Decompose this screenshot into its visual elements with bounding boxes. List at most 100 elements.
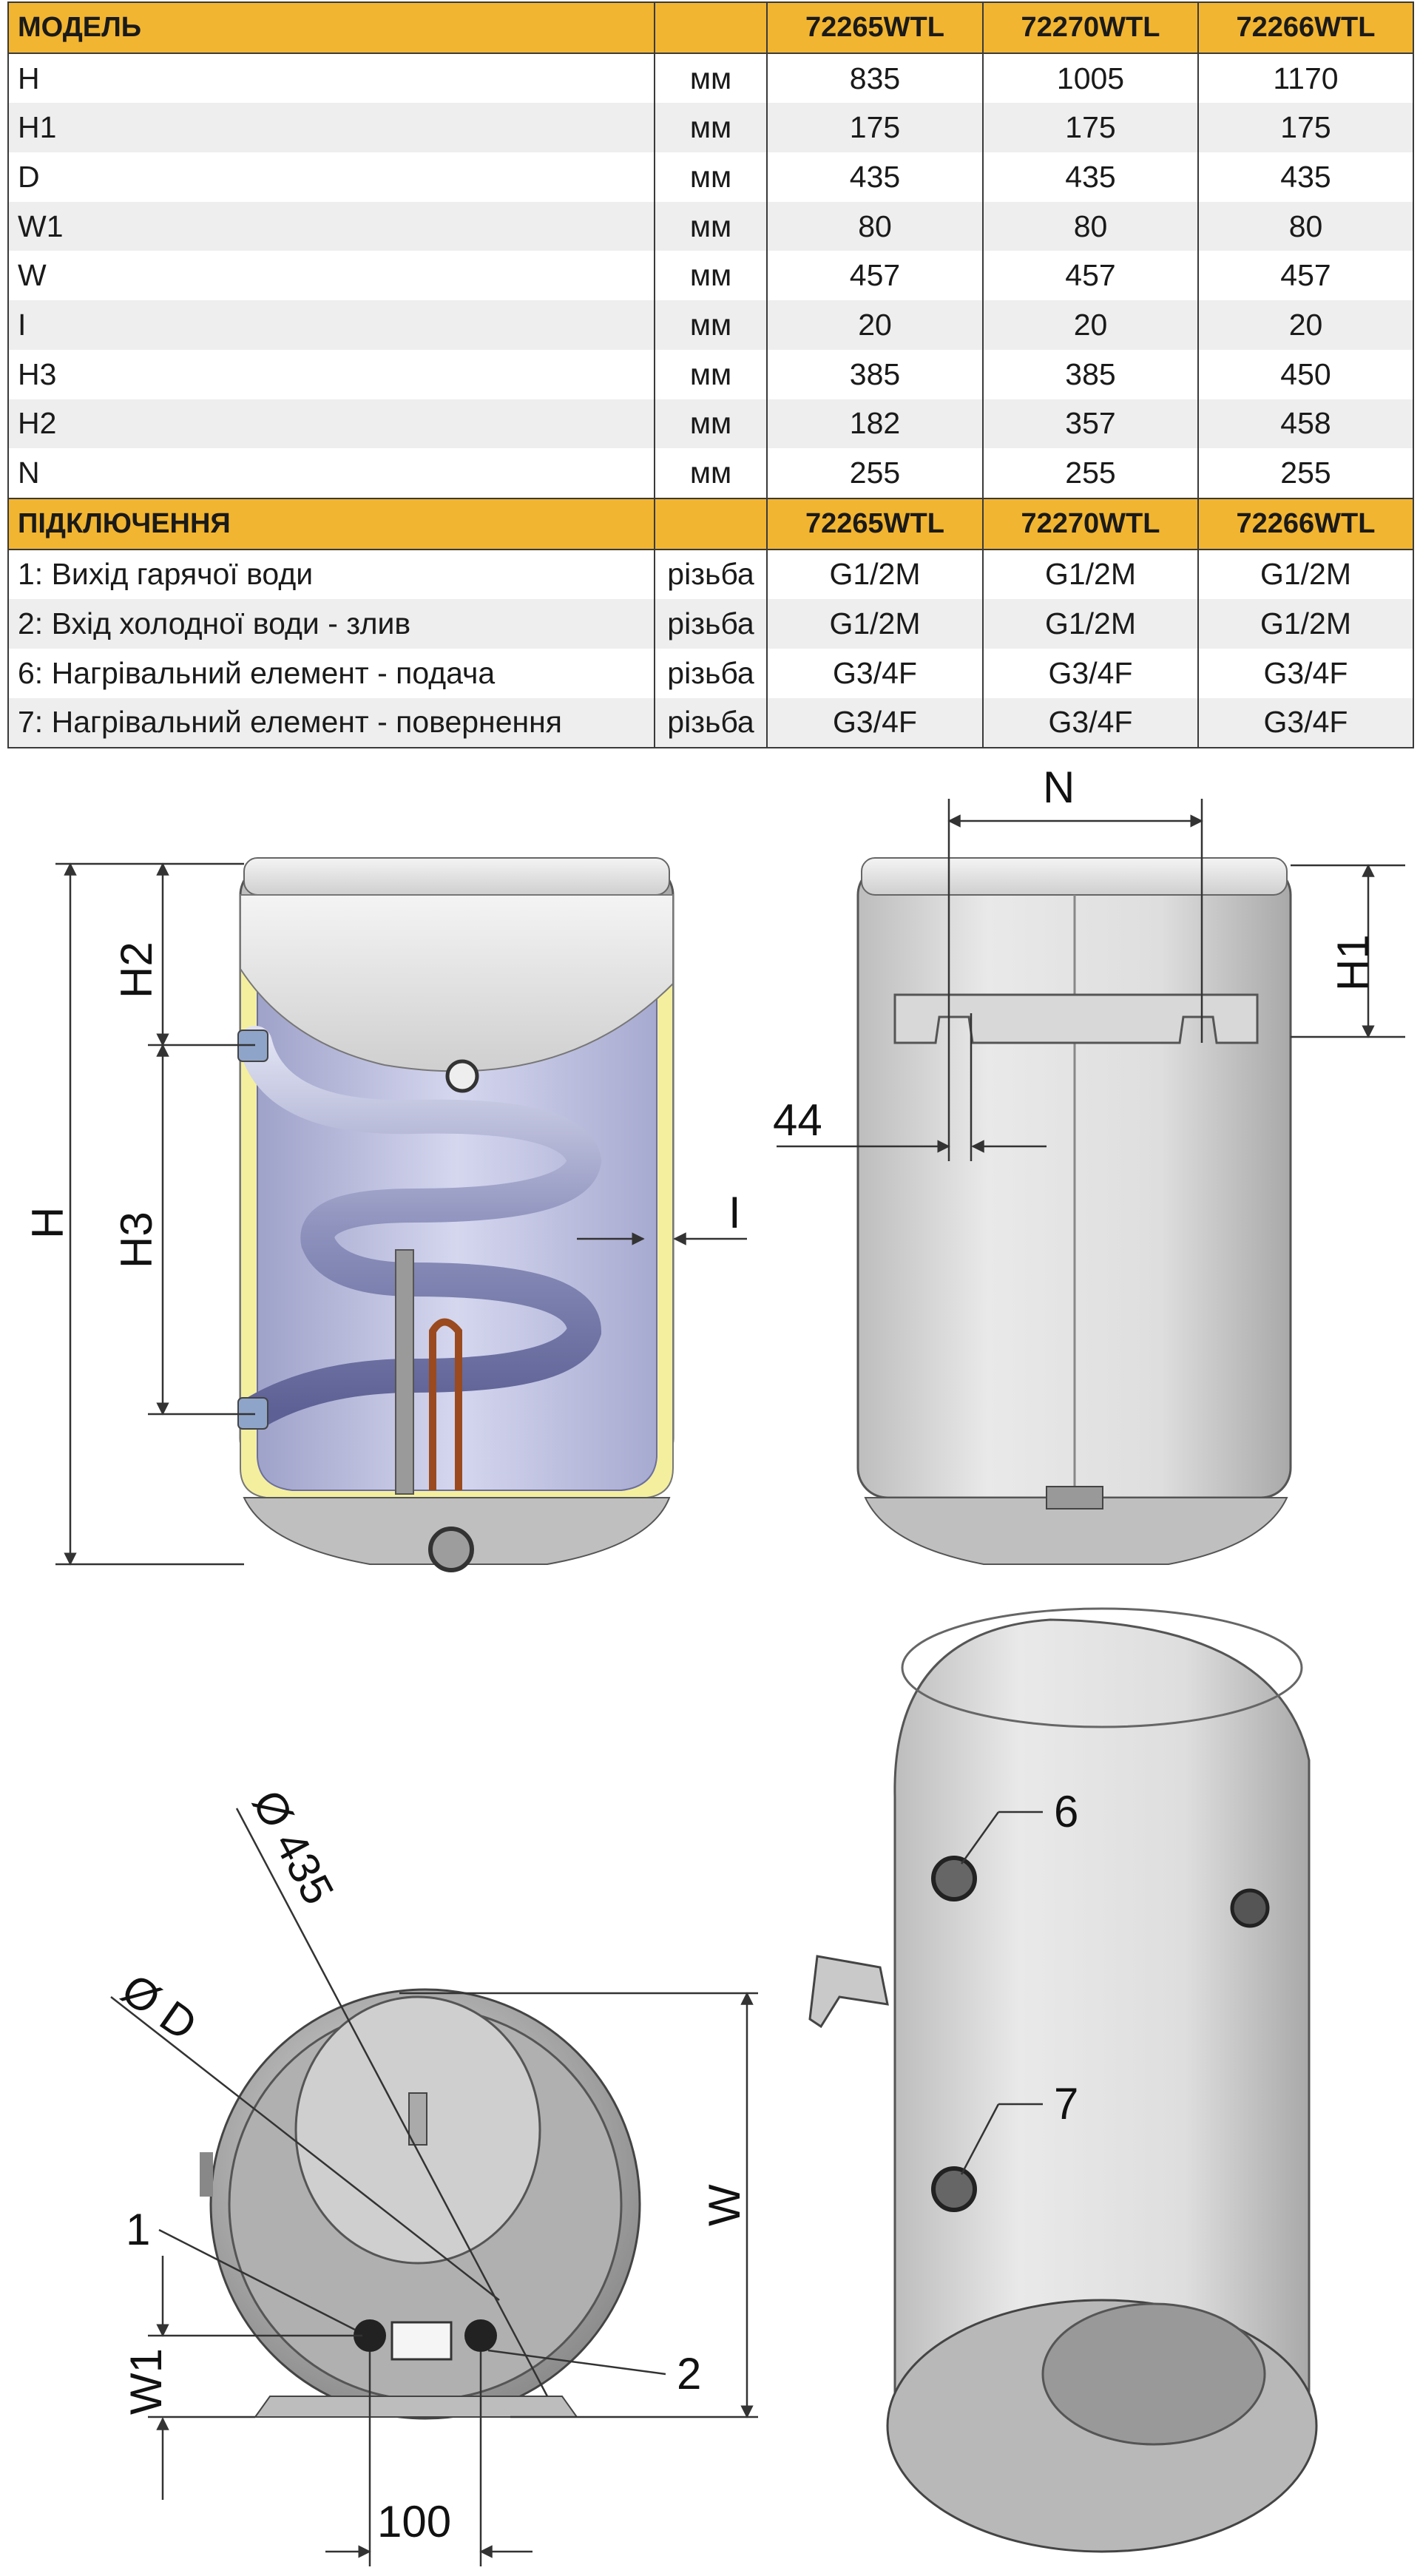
header-model: 72266WTL xyxy=(1197,497,1414,550)
row-value: G3/4F xyxy=(766,697,984,749)
row-value: 80 xyxy=(1197,201,1414,251)
row-name: W xyxy=(7,251,655,301)
row-value: 357 xyxy=(982,399,1199,449)
row-unit: мм xyxy=(654,251,768,301)
row-value: G3/4F xyxy=(982,697,1199,749)
dim-label-w1: W1 xyxy=(121,2348,171,2415)
row-value: 450 xyxy=(1197,349,1414,399)
callout-7: 7 xyxy=(1054,2079,1078,2129)
dim-label-44: 44 xyxy=(773,1095,822,1145)
dim-label-w: W xyxy=(700,2184,749,2226)
row-name: 1: Вихід гарячої води xyxy=(7,549,655,600)
row-value: 835 xyxy=(766,53,984,104)
row-unit: мм xyxy=(654,152,768,202)
callout-1: 1 xyxy=(126,2205,150,2254)
header-unit xyxy=(654,497,768,550)
row-value: 255 xyxy=(1197,448,1414,499)
row-name: 6: Нагрівальний елемент - подача xyxy=(7,648,655,698)
row-value: 435 xyxy=(766,152,984,202)
row-unit: різьба xyxy=(654,599,768,649)
dim-label-h2: H2 xyxy=(112,942,161,998)
row-value: 435 xyxy=(1197,152,1414,202)
row-unit: мм xyxy=(654,103,768,153)
row-value: 458 xyxy=(1197,399,1414,449)
perspective-view: 6 7 xyxy=(808,1607,1318,2553)
row-unit: різьба xyxy=(654,549,768,600)
row-value: G3/4F xyxy=(766,648,984,698)
dim-label-100: 100 xyxy=(377,2497,451,2546)
header-model: 72270WTL xyxy=(982,1,1199,54)
row-value: 255 xyxy=(982,448,1199,499)
row-name: H1 xyxy=(7,103,655,153)
row-value: 457 xyxy=(982,251,1199,301)
row-value: 457 xyxy=(1197,251,1414,301)
row-value: 1005 xyxy=(982,53,1199,104)
dim-label-phid: Ø D xyxy=(113,1964,206,2050)
row-name: 2: Вхід холодної води - злив xyxy=(7,599,655,649)
bottom-view: Ø 435 Ø D W W1 100 1 2 xyxy=(110,1782,758,2566)
row-name: N xyxy=(7,448,655,499)
row-value: 435 xyxy=(982,152,1199,202)
row-value: 80 xyxy=(766,201,984,251)
row-unit: мм xyxy=(654,201,768,251)
header-unit xyxy=(654,1,768,54)
row-value: 175 xyxy=(766,103,984,153)
row-name: 7: Нагрівальний елемент - повернення xyxy=(7,697,655,749)
row-value: G3/4F xyxy=(1197,697,1414,749)
row-value: G1/2M xyxy=(1197,549,1414,600)
row-name: D xyxy=(7,152,655,202)
row-name: W1 xyxy=(7,201,655,251)
header-label: МОДЕЛЬ xyxy=(7,1,655,54)
dim-label-h3: H3 xyxy=(112,1211,161,1268)
row-unit: мм xyxy=(654,349,768,399)
row-value: G1/2M xyxy=(766,599,984,649)
row-value: G1/2M xyxy=(766,549,984,600)
row-value: 175 xyxy=(982,103,1199,153)
row-name: H xyxy=(7,53,655,104)
header-label: ПІДКЛЮЧЕННЯ xyxy=(7,497,655,550)
row-value: 182 xyxy=(766,399,984,449)
dim-label-n: N xyxy=(1043,763,1075,812)
dim-label-i: I xyxy=(728,1188,741,1237)
row-unit: мм xyxy=(654,53,768,104)
row-unit: мм xyxy=(654,448,768,499)
row-value: 385 xyxy=(766,349,984,399)
row-value: 175 xyxy=(1197,103,1414,153)
row-value: 457 xyxy=(766,251,984,301)
heating-coil xyxy=(238,1026,602,1430)
row-unit: мм xyxy=(654,399,768,449)
row-value: G3/4F xyxy=(982,648,1199,698)
row-value: G1/2M xyxy=(982,549,1199,600)
row-unit: різьба xyxy=(654,697,768,749)
technical-drawings: H H2 H3 I N 44 H1 xyxy=(23,763,1405,2566)
row-value: G3/4F xyxy=(1197,648,1414,698)
row-value: 1170 xyxy=(1197,53,1414,104)
header-model: 72270WTL xyxy=(982,497,1199,550)
row-value: 20 xyxy=(1197,300,1414,350)
row-value: G1/2M xyxy=(982,599,1199,649)
dim-label-h1: H1 xyxy=(1328,934,1378,991)
rear-view: N 44 H1 xyxy=(773,763,1405,1565)
row-name: H3 xyxy=(7,349,655,399)
row-value: 20 xyxy=(766,300,984,350)
header-model: 72265WTL xyxy=(766,497,984,550)
dim-label-h: H xyxy=(23,1207,72,1239)
front-section-view: H H2 H3 I xyxy=(23,857,747,1572)
row-value: 20 xyxy=(982,300,1199,350)
row-value: 255 xyxy=(766,448,984,499)
